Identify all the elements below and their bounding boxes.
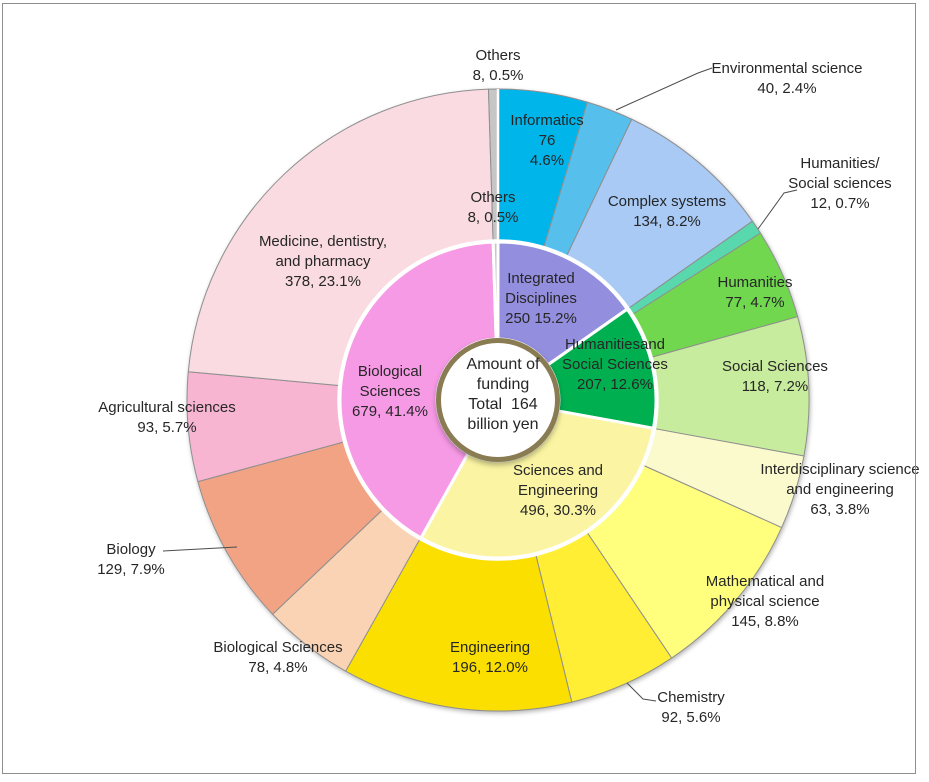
leader-line-humanities-social-sciences-sub: [757, 189, 798, 230]
outer-ring: [186, 88, 810, 712]
leader-line-biology: [162, 546, 238, 552]
leader-line-environmental-science: [615, 67, 713, 111]
center-circle: [436, 338, 560, 462]
ring-separators: [337, 89, 659, 561]
center-hole: [436, 338, 560, 462]
leader-line-chemistry: [626, 682, 657, 702]
leader-lines: [162, 67, 798, 702]
